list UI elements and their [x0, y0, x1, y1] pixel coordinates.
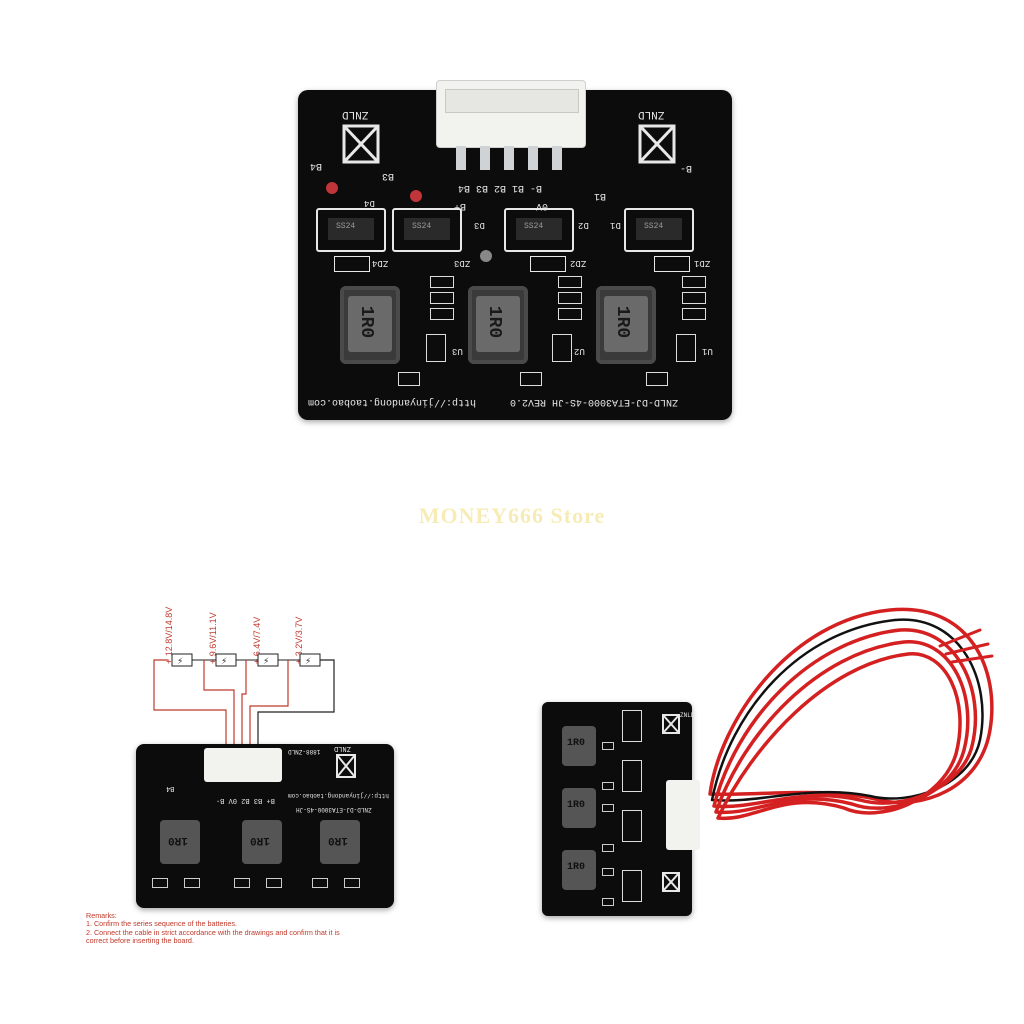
svg-text:⚡: ⚡ — [177, 657, 183, 667]
red-wire-harness — [708, 607, 994, 821]
label-u3: U3 — [452, 346, 463, 356]
svg-text:⚡: ⚡ — [221, 657, 227, 667]
remarks-block: Remarks: 1. Confirm the series sequence … — [86, 911, 346, 946]
remark-1: 1. Confirm the series sequence of the ba… — [86, 919, 238, 929]
diagram-inductor-1: 1R0 — [160, 820, 200, 864]
photo-diode-column — [622, 710, 646, 910]
diagram-connector — [204, 748, 282, 782]
zener-zd1 — [654, 256, 690, 272]
diagram-pad-b4: B4 — [166, 784, 175, 792]
remarks-title: Remarks: — [86, 911, 117, 920]
diagram-title: ZNLD-DJ-ETA3000-4S-JH — [296, 806, 372, 813]
smd-components — [298, 90, 732, 420]
inductor-3: 1R0 — [596, 286, 656, 364]
diagram-pin-labels: B+ B3 B2 0V B- — [216, 796, 275, 804]
store-watermark: MONEY666 Store — [418, 503, 606, 528]
znld-logo-left: ZNLD — [342, 108, 382, 168]
zener-zd4 — [334, 256, 370, 272]
test-pad — [326, 182, 338, 194]
photo-connector — [666, 780, 700, 850]
diode-d4: SS24 — [316, 208, 386, 252]
diagram-inductor-3: 1R0 — [320, 820, 360, 864]
photo-znld-logo-top — [662, 714, 680, 734]
label-u1: U1 — [702, 346, 713, 356]
diagram-url: http://jinyandong.taobao.com — [288, 792, 389, 799]
diagram-inductor-2: 1R0 — [242, 820, 282, 864]
battery-wiring-svg: ⚡ ⚡ ⚡ ⚡ — [153, 653, 335, 780]
jst-connector — [436, 80, 586, 148]
diagram-pcb-board: ZNLD 1888-ZNLD B4 B+ B3 B2 0V B- http://… — [136, 744, 394, 908]
remark-2: 2. Connect the cable in strict accordanc… — [86, 927, 340, 946]
photo-inductor-3: 1R0 — [562, 850, 596, 890]
diode-d3: SS24 — [392, 208, 462, 252]
photo-inductor-2: 1R0 — [562, 788, 596, 828]
svg-text:⚡: ⚡ — [263, 657, 269, 667]
connector-pins — [448, 146, 572, 172]
board-url-text: http://jinyandong.taobao.com — [308, 396, 477, 407]
board-model-text: ZNLD-DJ-ETA3000-4S-JH REV2.0 — [510, 396, 679, 407]
zener-zd2 — [530, 256, 566, 272]
photo-pcb-board: ZNLD 1R0 1R0 1R0 — [542, 702, 700, 916]
photo-znld-logo-bottom — [662, 872, 680, 892]
diagram-logo-text: ZNLD — [334, 744, 351, 752]
diagram-serial: 1888-ZNLD — [288, 748, 321, 755]
main-pcb-board: ZNLD ZNLD B4 B3 B- B1 B- B1 B2 B3 B4 B+ … — [298, 80, 732, 420]
wiring-diagram: + 12.8V/14.8V + 9.6V/11.1V + 6.4V/7.4V +… — [80, 580, 420, 960]
inductor-1: 1R0 — [340, 286, 400, 364]
photo-inductor-1: 1R0 — [562, 726, 596, 766]
diagram-znld-logo — [336, 754, 356, 778]
diode-d2: SS24 — [504, 208, 574, 252]
test-pad — [480, 250, 492, 262]
diode-d1: SS24 — [624, 208, 694, 252]
photo-smd-column — [602, 712, 616, 908]
znld-logo-right: ZNLD — [638, 108, 678, 168]
photo-logo-text: ZNLD — [680, 712, 695, 719]
inductor-2: 1R0 — [468, 286, 528, 364]
svg-text:⚡: ⚡ — [305, 657, 311, 667]
label-u2: U2 — [574, 346, 585, 356]
diagram-smd-row — [148, 874, 382, 894]
test-pad — [410, 190, 422, 202]
